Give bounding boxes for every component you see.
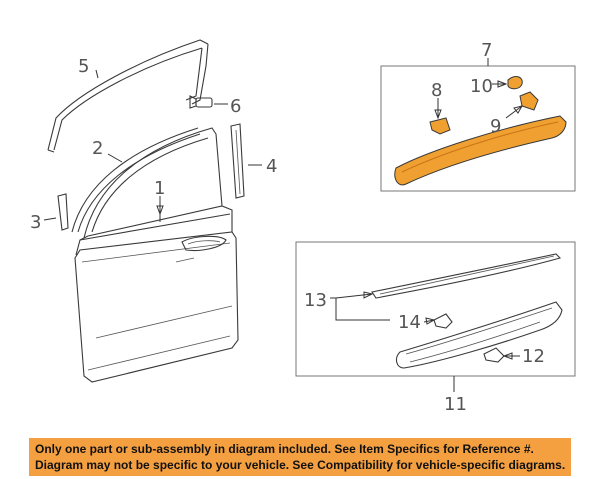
rocker-moulding-box <box>295 241 576 377</box>
callout-6: 6 <box>230 96 241 117</box>
disclaimer-banner: Only one part or sub-assembly in diagram… <box>29 438 571 476</box>
clip-14 <box>433 313 453 329</box>
callout-2: 2 <box>92 138 103 159</box>
clip-6 <box>189 95 213 109</box>
window-channel <box>71 127 201 233</box>
front-door-panel <box>74 127 239 383</box>
callout-10: 10 <box>470 76 493 97</box>
clip-8 <box>429 117 451 135</box>
callout-13: 13 <box>304 290 327 311</box>
callout-3: 3 <box>30 212 41 233</box>
callout-14: 14 <box>398 312 421 333</box>
disclaimer-line-2: Diagram may not be specific to your vehi… <box>35 458 566 472</box>
callout-7: 7 <box>481 40 492 61</box>
clip-12 <box>483 347 505 363</box>
rocker-moulding <box>395 301 563 369</box>
clip-10 <box>507 76 523 90</box>
callout-1: 1 <box>154 178 165 199</box>
callout-11: 11 <box>444 394 467 415</box>
pillar-garnish <box>230 123 245 199</box>
door-moulding-highlighted <box>394 115 567 186</box>
door-frame-weatherstrip <box>47 39 209 153</box>
callout-9: 9 <box>490 116 501 137</box>
moulding-assembly-box <box>380 65 576 192</box>
leader-lines <box>43 58 524 392</box>
parts-diagram: 1 2 3 4 5 6 7 8 9 10 11 12 13 14 <box>30 39 576 415</box>
mirror-trim-piece <box>57 193 69 231</box>
callout-8: 8 <box>431 80 442 101</box>
clip-9 <box>519 91 539 111</box>
callout-4: 4 <box>266 156 277 177</box>
disclaimer-line-1: Only one part or sub-assembly in diagram… <box>35 442 534 456</box>
rocker-strip <box>371 253 562 299</box>
callout-5: 5 <box>78 56 89 77</box>
callout-12: 12 <box>522 346 545 367</box>
